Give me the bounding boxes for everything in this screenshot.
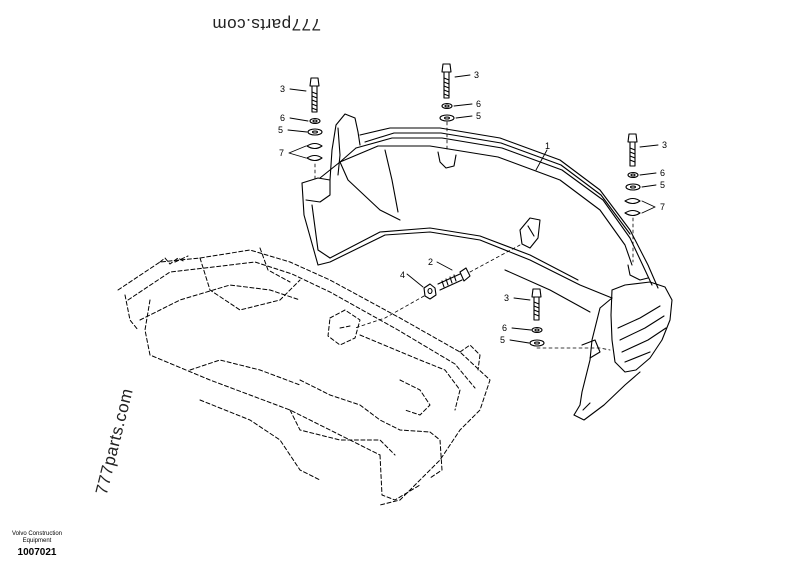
- callout-3-lower: 3: [504, 293, 509, 303]
- callout-7-top-left: 7: [279, 148, 284, 158]
- callout-5-lower: 5: [500, 335, 505, 345]
- machine-frame: [117, 247, 491, 506]
- bolt-set-top-middle: [439, 63, 455, 122]
- watermark-top: 777parts.com: [212, 15, 321, 34]
- callout-1: 1: [545, 141, 550, 151]
- assembly-lines: [314, 121, 634, 351]
- callout-3-right: 3: [662, 140, 667, 150]
- publisher-line-2: Equipment: [22, 538, 52, 544]
- callout-3-top-middle: 3: [474, 70, 479, 80]
- callout-3-top-left: 3: [280, 84, 285, 94]
- bolt-part-2: [437, 267, 471, 291]
- bolt-set-top-left: [306, 77, 323, 162]
- leader-lines: [287, 74, 659, 344]
- publisher-line-1: Volvo Construction: [11, 531, 63, 537]
- callout-labels: 3 6 5 7 3 6 5 1 3 6 5 7 2 4 3 6 5: [278, 70, 667, 345]
- counterweight: [301, 113, 673, 421]
- figure-id: 1007021: [17, 547, 57, 558]
- hardware: [306, 63, 641, 347]
- bolt-set-lower: [529, 288, 545, 347]
- callout-5-top-middle: 5: [476, 111, 481, 121]
- callout-4: 4: [400, 270, 405, 280]
- callout-6-top-middle: 6: [476, 99, 481, 109]
- callout-6-top-left: 6: [280, 113, 285, 123]
- callout-6-right: 6: [660, 168, 665, 178]
- callout-2: 2: [428, 257, 433, 267]
- nut-part-4: [423, 283, 437, 300]
- callout-6-lower: 6: [502, 323, 507, 333]
- callout-5-top-left: 5: [278, 125, 283, 135]
- callout-5-right: 5: [660, 180, 665, 190]
- bolt-set-right: [624, 133, 641, 217]
- callout-7-right: 7: [660, 202, 665, 212]
